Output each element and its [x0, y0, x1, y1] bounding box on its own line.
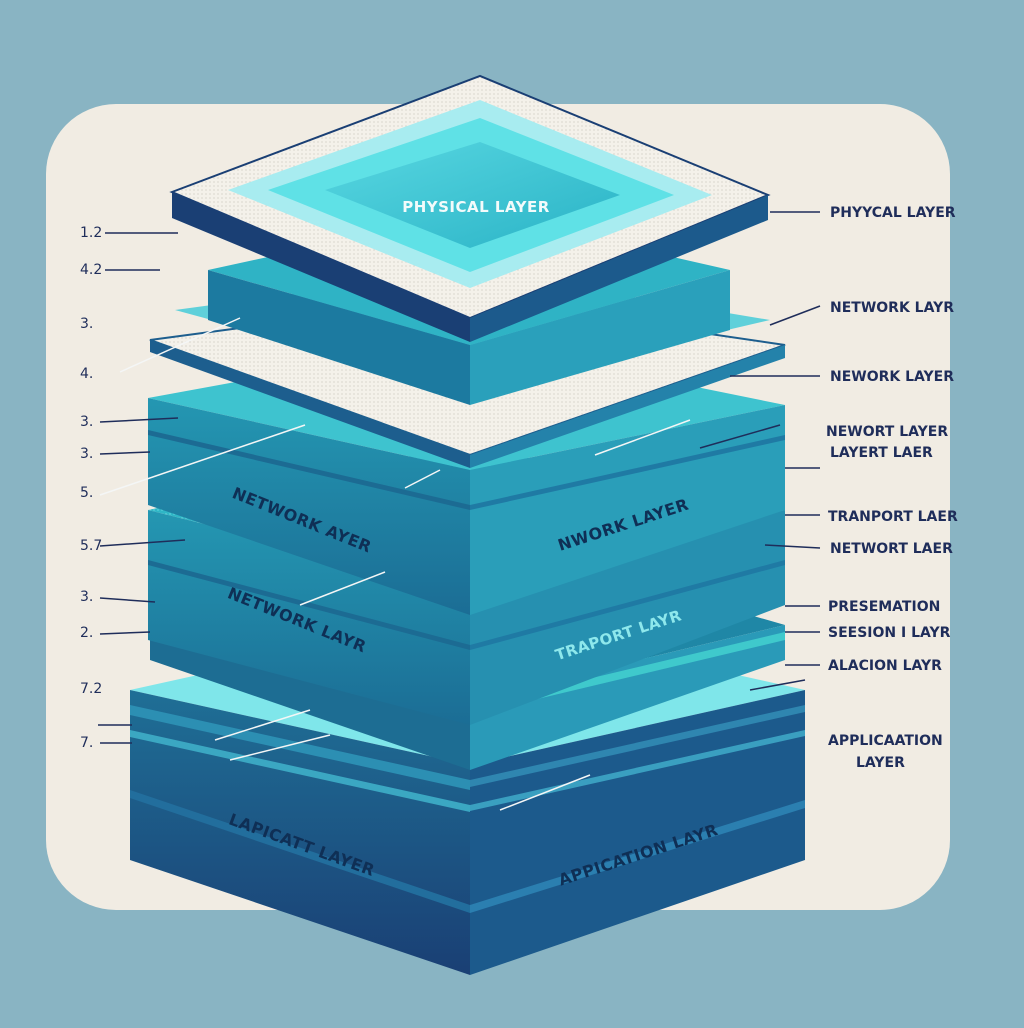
left-number-6: 3. — [80, 446, 93, 462]
right-label-5: LAYERT LAER — [830, 445, 933, 461]
left-number-12: 7. — [80, 735, 93, 751]
internal-arrows — [99, 317, 691, 811]
left-number-11: 7.2 — [80, 681, 102, 697]
right-label-6: TRANPORT LAER — [828, 509, 958, 525]
right-label-10: ALACION LAYR — [828, 658, 942, 674]
physical-layer-slab: PHYSICAL LAYER — [169, 74, 771, 342]
right-label-3: NEWORK LAYER — [830, 369, 954, 385]
left-number-10: 2. — [80, 625, 93, 641]
left-number-1: 1.2 — [80, 225, 102, 241]
left-number-5: 3. — [80, 414, 93, 430]
right-label-12: LAYER — [856, 755, 905, 771]
left-number-4: 4. — [80, 366, 93, 382]
left-number-7: 5. — [80, 485, 93, 501]
physical-layer-title: PHYSICAL LAYER — [402, 198, 550, 216]
left-number-8: 5.7 — [80, 538, 102, 554]
right-label-4: NEWORT LAYER — [826, 424, 948, 440]
right-layer-labels: PHYYCAL LAYER NETWORK LAYR NEWORK LAYER … — [699, 205, 958, 771]
right-label-11: APPLICAATION — [828, 733, 943, 749]
right-label-2: NETWORK LAYR — [830, 300, 954, 316]
left-number-2: 4.2 — [80, 262, 102, 278]
right-label-8: PRESEMATION — [828, 599, 940, 615]
left-number-labels: 1.2 4.2 3. 4. 3. 3. 5. 5.7 3. 2. 7.2 7. — [80, 225, 186, 751]
right-label-7: NETWORT LAER — [830, 541, 953, 557]
left-number-3: 3. — [80, 316, 93, 332]
right-label-1: PHYYCAL LAYER — [830, 205, 956, 221]
right-label-9: SEESION I LAYR — [828, 625, 951, 641]
left-number-9: 3. — [80, 589, 93, 605]
